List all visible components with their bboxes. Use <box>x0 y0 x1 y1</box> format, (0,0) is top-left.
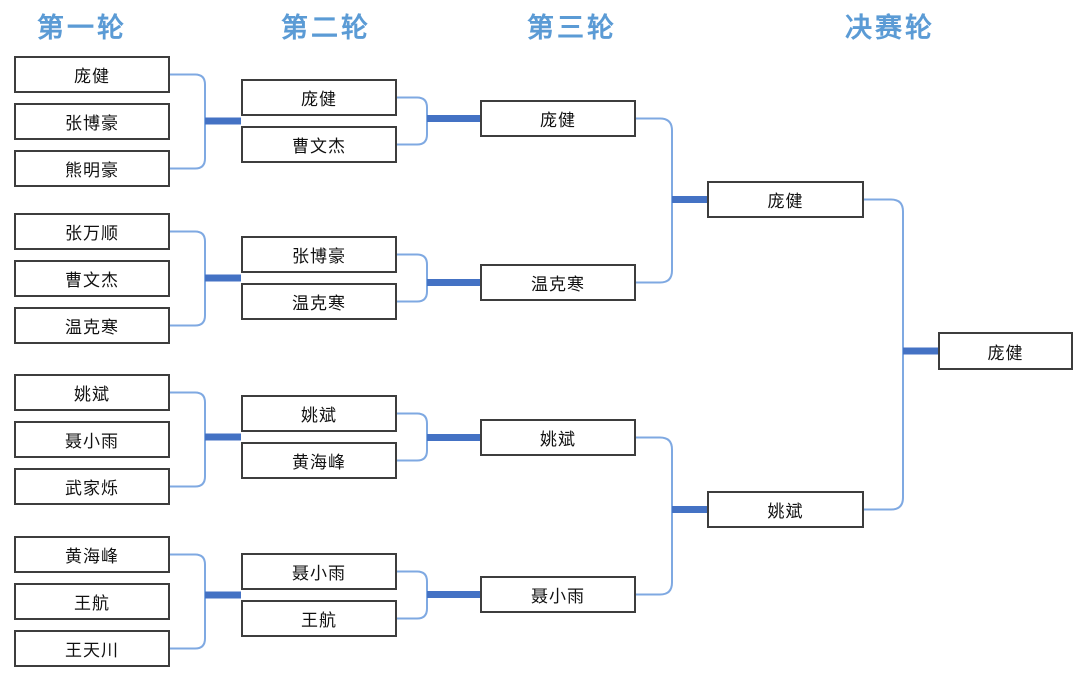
round3-winner4: 聂小雨 <box>480 576 636 613</box>
bracket-curve-final <box>864 198 904 511</box>
bracket-curve-r2-m4 <box>397 570 428 620</box>
final-player2: 姚斌 <box>707 491 864 528</box>
round1-group3-player3: 武家烁 <box>14 468 170 505</box>
round2-match2-player2: 温克寒 <box>241 283 397 320</box>
bracket-curve-r2-m3 <box>397 412 428 462</box>
round1-group2-player2: 曹文杰 <box>14 260 170 297</box>
bracket-curve-r1-g2 <box>170 230 206 327</box>
header-round-2: 第二轮 <box>281 13 371 43</box>
bracket-curve-r3-top <box>636 117 673 284</box>
round1-group1-player3: 熊明豪 <box>14 150 170 187</box>
round3-winner2: 温克寒 <box>480 264 636 301</box>
header-final-round: 决赛轮 <box>845 13 935 43</box>
round1-group3-player1: 姚斌 <box>14 374 170 411</box>
round1-group1-player1: 庞健 <box>14 56 170 93</box>
bracket-curve-r1-g3 <box>170 391 206 488</box>
round2-match2-player1: 张博豪 <box>241 236 397 273</box>
bracket-curve-r3-bottom <box>636 436 673 596</box>
round1-group2-player1: 张万顺 <box>14 213 170 250</box>
round2-match3-player1: 姚斌 <box>241 395 397 432</box>
round3-winner1: 庞健 <box>480 100 636 137</box>
bracket-curve-r2-m2 <box>397 253 428 303</box>
round1-group3-player2: 聂小雨 <box>14 421 170 458</box>
round1-group1-player2: 张博豪 <box>14 103 170 140</box>
bracket-curve-r2-m1 <box>397 96 428 146</box>
round1-group2-player3: 温克寒 <box>14 307 170 344</box>
round2-match4-player2: 王航 <box>241 600 397 637</box>
bracket-curve-r1-g4 <box>170 553 206 650</box>
round2-match4-player1: 聂小雨 <box>241 553 397 590</box>
champion-box: 庞健 <box>938 332 1073 370</box>
round2-match3-player2: 黄海峰 <box>241 442 397 479</box>
round3-winner3: 姚斌 <box>480 419 636 456</box>
header-round-3: 第三轮 <box>527 13 617 43</box>
bracket-curve-r1-g1 <box>170 73 206 170</box>
round1-group4-player1: 黄海峰 <box>14 536 170 573</box>
header-round-1: 第一轮 <box>37 13 127 43</box>
round2-match1-player2: 曹文杰 <box>241 126 397 163</box>
round1-group4-player3: 王天川 <box>14 630 170 667</box>
round1-group4-player2: 王航 <box>14 583 170 620</box>
final-player1: 庞健 <box>707 181 864 218</box>
round2-match1-player1: 庞健 <box>241 79 397 116</box>
